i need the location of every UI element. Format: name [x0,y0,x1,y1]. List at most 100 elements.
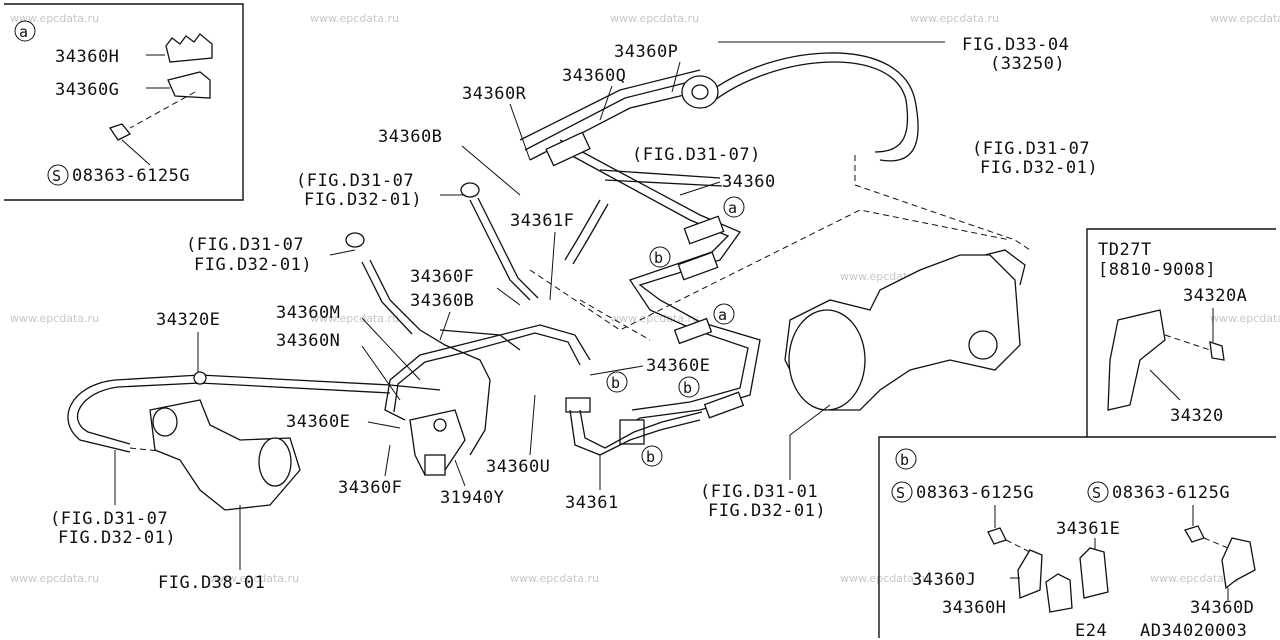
pipe-clip-icon [673,317,713,345]
rubber-bushing-icon [165,33,213,63]
inset-td27t: TD27T [8810-9008] 34320A 34320 [1086,228,1276,437]
fig-ref: (FIG.D31-07 [50,509,168,529]
svg-text:b: b [646,448,656,466]
section-code: E24 [1075,621,1107,640]
part-label: 34361E [1056,519,1120,539]
part-label: 34360Q [562,66,626,86]
watermark: www.epcdata.ru [210,572,299,585]
bracket-icon [1017,549,1043,599]
part-label: 34360J [912,570,976,590]
part-label: 34360E [646,356,710,376]
inset-a: a 34360H 34360G S 08363-6125G [4,3,244,201]
part-label: 34360R [462,84,527,104]
footer: E24 AD34020003 [1075,621,1247,640]
part-label: 34360M [276,303,340,323]
fig-ref: (FIG.D31-07 [972,139,1090,159]
svg-text:b: b [683,379,693,397]
watermark: www.epcdata.ru [610,12,699,25]
hose-cap-icon [460,182,480,198]
svg-text:S: S [896,484,906,502]
part-label: 34360N [276,331,340,351]
fig-ref: (33250) [990,54,1065,74]
part-label: 34360G [55,80,119,100]
part-label: 34360B [378,127,442,147]
part-label: 34320A [1183,286,1247,306]
part-label: 34360H [942,598,1006,618]
model-label: TD27T [1098,240,1152,260]
vacuum-hose [699,52,919,162]
main-callouts: a b a b b b [606,196,745,467]
main-assembly [67,41,1031,511]
pipe-clip-icon [703,391,745,419]
part-label: 34360B [410,291,474,311]
part-label: 34360D [1190,598,1254,618]
inset-a-frame [4,3,244,201]
part-label: 34361F [510,211,574,231]
fig-ref: (FIG.D31-07 [296,171,414,191]
transfer-case-icon [149,399,301,511]
watermark: www.epcdata.ru [840,572,929,585]
part-label: 34360F [410,267,474,287]
rubber-bushing-icon [1045,573,1073,613]
bolt-part-label: 08363-6125G [916,483,1034,503]
part-label: 34320E [156,310,220,330]
fig-ref: FIG.D32-01) [194,255,312,275]
callout-circle [14,20,36,42]
watermark: www.epcdata.ru [910,12,999,25]
figure-references: FIG.D33-04 (33250) (FIG.D31-07 FIG.D32-0… [50,35,1098,593]
fig-ref: (FIG.D31-07 [186,235,304,255]
svg-text:S: S [52,167,62,185]
svg-text:b: b [654,249,664,267]
watermark-grid: www.epcdata.ru www.epcdata.ru www.epcdat… [10,12,1280,585]
pipe-clip-icon [619,419,645,445]
fig-ref: FIG.D32-01) [708,501,826,521]
bracket-icon [1107,309,1166,411]
pipe-clip-icon [565,397,591,413]
part-label: 34360P [614,42,678,62]
rubber-bushing-icon [1079,547,1109,599]
pipe-clip-icon [677,251,719,281]
drawing-code: AD34020003 [1140,621,1247,640]
fig-ref: FIG.D32-01) [980,158,1098,178]
inset-td27t-frame [1086,228,1276,437]
bolt-icon [987,527,1007,545]
bracket-icon [167,71,211,99]
watermark: www.epcdata.ru [10,572,99,585]
main-labels: 34360P 34360Q 34360R 34360B 34360 34361F… [156,42,775,513]
pipe-clip-icon [683,215,725,245]
part-label: 34360U [486,457,550,477]
watermark: www.epcdata.ru [1210,312,1280,325]
watermark: www.epcdata.ru [1150,572,1239,585]
fig-ref: FIG.D38-01 [158,573,265,593]
watermark: www.epcdata.ru [10,312,99,325]
date-range-label: [8810-9008] [1098,260,1216,280]
part-label: 34360E [286,412,350,432]
watermark: www.epcdata.ru [310,12,399,25]
watermark: www.epcdata.ru [310,312,399,325]
cable-clip-icon [193,371,207,385]
inset-b-frame [878,436,1276,638]
bolt-icon [108,123,132,141]
callout-label: b [900,451,910,469]
fig-ref: (FIG.D31-07) [632,145,761,165]
svg-text:a: a [728,199,738,217]
part-label: 34361 [565,493,619,513]
part-label: 34360H [55,47,119,67]
bracket-icon [1221,537,1256,590]
watermark: www.epcdata.ru [510,572,599,585]
bolt-icon [1184,525,1205,543]
callout-label: a [19,23,29,41]
inset-b: b S 08363-6125G S 08363-6125G 34361E 343… [878,436,1276,638]
bolt-part-label: 08363-6125G [1112,483,1230,503]
svg-text:a: a [718,306,728,324]
svg-text:b: b [611,374,621,392]
fig-ref: FIG.D32-01) [58,528,176,548]
part-label: 34320 [1170,406,1224,426]
fig-ref: (FIG.D31-01 [700,482,818,502]
pipe-clip-icon [545,131,591,167]
fig-ref: FIG.D32-01) [304,190,422,210]
part-label: 31940Y [440,488,504,508]
svg-text:S: S [1092,484,1102,502]
